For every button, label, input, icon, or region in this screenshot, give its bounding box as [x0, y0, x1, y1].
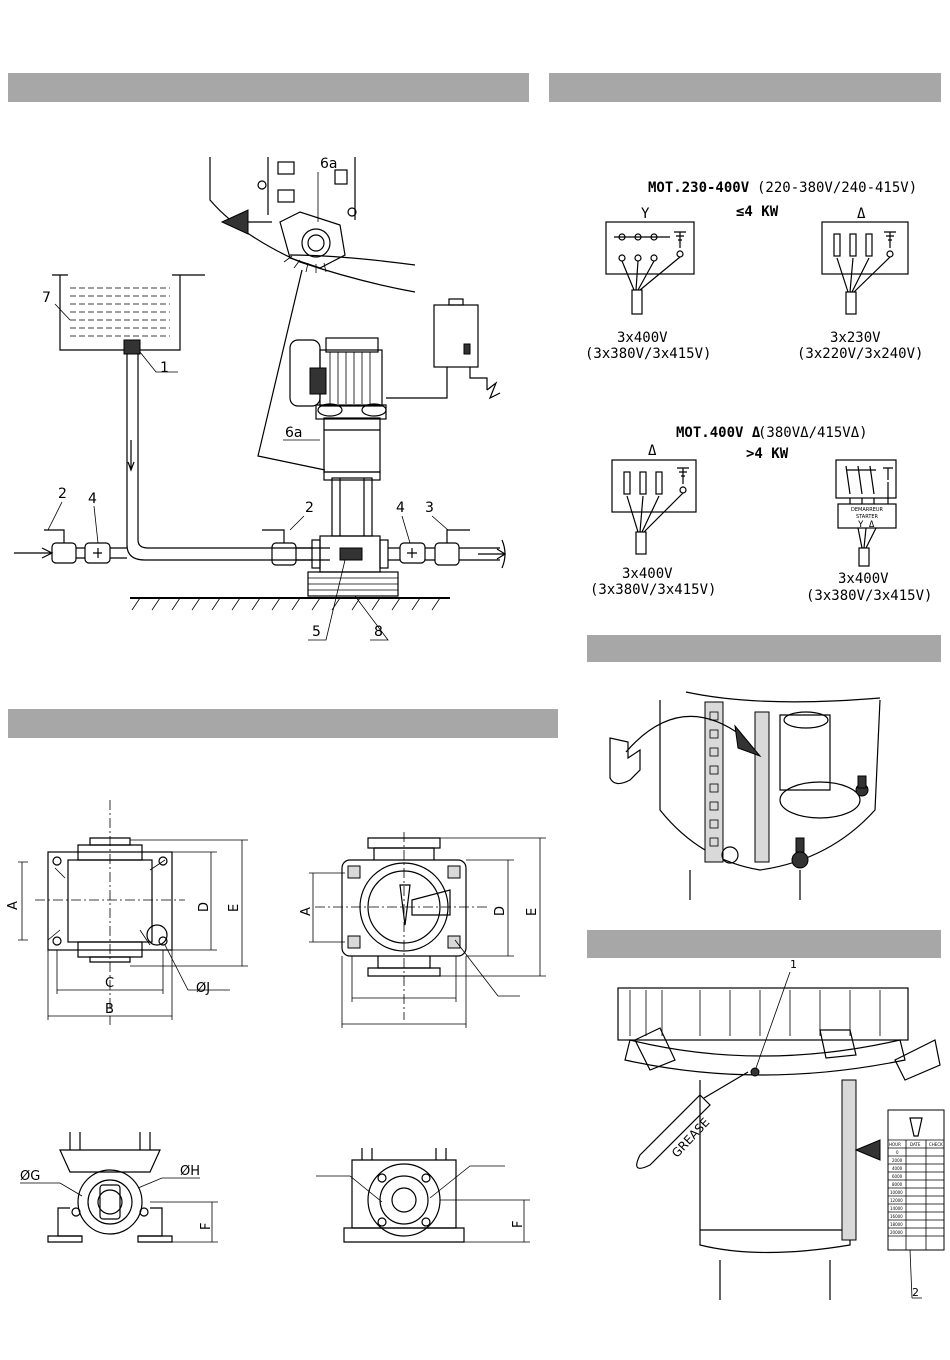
- dim-label-C: C: [105, 976, 114, 991]
- callout-7: 7: [42, 290, 51, 306]
- section-bar-coupling: [587, 635, 941, 662]
- callout-8: 8: [374, 624, 383, 640]
- dim-label-G: ØG: [20, 1169, 40, 1184]
- log-header-date: DATE: [910, 1142, 921, 1147]
- motor2-range: (380VΔ/415VΔ): [758, 425, 868, 441]
- delta-voltage-range: (3x220V/3x240V): [797, 346, 923, 362]
- coupling-guard-drawing: [609, 691, 881, 900]
- log-hour-1: 2000: [892, 1158, 903, 1163]
- wiring-diagrams: MOT.230-400V (220-380V/240-415V) ≤4 KW Y…: [585, 180, 932, 604]
- terminal-box-star: [605, 221, 695, 275]
- dimension-drawings: A D E C B ØJ A D E: [6, 800, 546, 1243]
- installation-diagram: 6a 7 1 2 4 2: [14, 156, 507, 641]
- starter-symbol: Y Δ: [858, 520, 875, 530]
- dim-label-D2: D: [493, 906, 508, 916]
- terminal-box-delta-large: [611, 459, 697, 513]
- motor2-title: MOT.400V Δ: [676, 425, 761, 441]
- log-hour-7: 14000: [890, 1206, 903, 1211]
- starter-voltage-range: (3x380V/3x415V): [806, 588, 932, 604]
- terminal-box-starter: [835, 459, 897, 499]
- dim-label-F1: F: [199, 1223, 214, 1230]
- callout-2-left: 2: [58, 486, 67, 502]
- greasing-drawing: GREASE 1 HOUR DATE CHECK 0 2000 4000 600…: [617, 958, 945, 1300]
- callout-2-mid: 2: [305, 500, 314, 516]
- log-header-check: CHECK: [929, 1142, 943, 1147]
- log-header-hour: HOUR: [889, 1142, 901, 1147]
- callout-4-right: 4: [396, 500, 405, 516]
- log-hour-0: 0: [896, 1150, 899, 1155]
- motor1-power: ≤4 KW: [736, 204, 779, 220]
- section-bar-wiring: [549, 73, 941, 102]
- callout-5: 5: [312, 624, 321, 640]
- starter-text-2: STARTER: [856, 514, 879, 520]
- log-hour-4: 8000: [892, 1182, 903, 1187]
- starter-voltage: 3x400V: [838, 571, 889, 587]
- dim-label-F2: F: [511, 1221, 526, 1228]
- callout-4-left: 4: [88, 491, 97, 507]
- star-voltage-range: (3x380V/3x415V): [585, 346, 711, 362]
- section-bar-dimensions: [8, 709, 558, 738]
- grease-tube-label: GREASE: [669, 1115, 712, 1160]
- log-hour-9: 18000: [890, 1222, 903, 1227]
- section-bar-installation: [8, 73, 529, 102]
- grease-callout-1: 1: [790, 958, 797, 971]
- callout-6a-top: 6a: [320, 156, 338, 172]
- dim-label-A1: A: [6, 901, 21, 910]
- section-bar-greasing: [587, 930, 941, 958]
- log-hour-3: 6000: [892, 1174, 903, 1179]
- log-hour-5: 10000: [890, 1190, 903, 1195]
- log-hour-2: 4000: [892, 1166, 903, 1171]
- delta-large-voltage: 3x400V: [622, 566, 673, 582]
- log-hour-8: 16000: [890, 1214, 903, 1219]
- star-symbol: Y: [641, 206, 650, 222]
- delta-symbol-1: Δ: [857, 206, 866, 222]
- motor1-title: MOT.230-400V: [648, 180, 750, 196]
- dim-label-E2: E: [525, 908, 540, 916]
- dim-label-H: ØH: [180, 1164, 200, 1179]
- star-voltage: 3x400V: [617, 330, 668, 346]
- callout-6a-mid: 6a: [285, 425, 303, 441]
- callout-3: 3: [425, 500, 434, 516]
- log-hour-6: 12000: [890, 1198, 903, 1203]
- delta-voltage: 3x230V: [830, 330, 881, 346]
- motor2-power: >4 KW: [746, 446, 789, 462]
- dim-label-J: ØJ: [196, 981, 210, 996]
- delta-large-voltage-range: (3x380V/3x415V): [590, 582, 716, 598]
- callout-1: 1: [160, 360, 169, 376]
- dim-label-D1: D: [197, 902, 212, 912]
- grease-callout-2: 2: [912, 1286, 919, 1299]
- log-hour-10: 20000: [890, 1230, 903, 1235]
- dim-label-E1: E: [227, 904, 242, 912]
- terminal-box-delta: [821, 221, 909, 275]
- delta-symbol-2: Δ: [648, 443, 657, 459]
- motor1-range: (220-380V/240-415V): [757, 180, 917, 196]
- starter-text-1: DEMARREUR: [851, 507, 884, 513]
- dim-label-B: B: [105, 1002, 114, 1017]
- star-delta-starter: [837, 503, 897, 529]
- dim-label-A2: A: [299, 907, 314, 916]
